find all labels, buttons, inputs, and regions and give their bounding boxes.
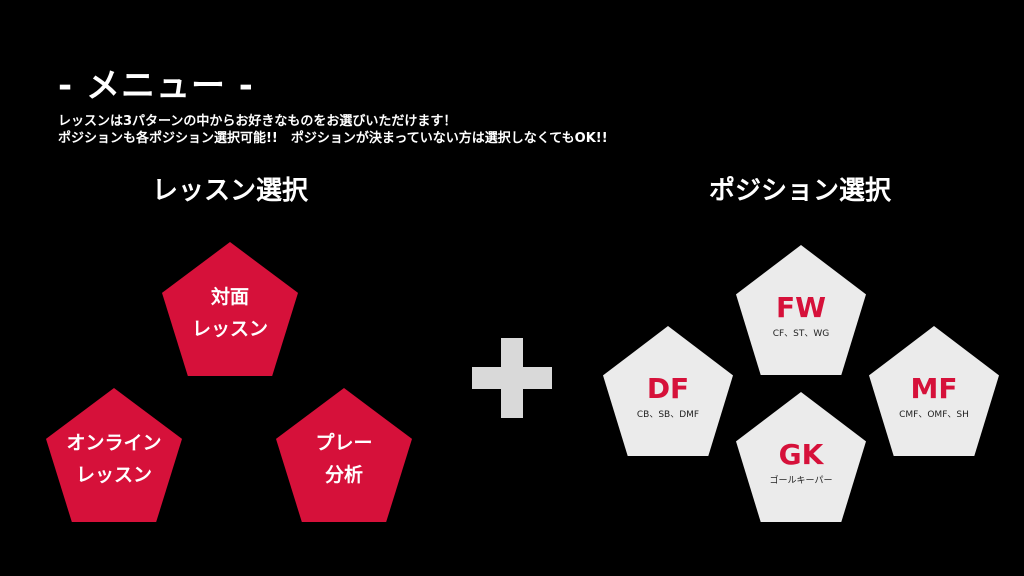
position-abbr: FW: [775, 291, 826, 324]
position-sub: CF、ST、WG: [772, 329, 830, 339]
page-title: - メニュー -: [58, 66, 254, 106]
position-sub: ゴールキーパー: [769, 476, 833, 486]
description-line-1: レッスンは3パターンの中からお好きなものをお選びいただけます！: [58, 114, 457, 129]
lesson-label-line1: 対面: [210, 286, 249, 308]
lesson-label-line2: レッスン: [191, 318, 268, 340]
pentagon-shape: [869, 326, 999, 456]
plus-icon: [472, 338, 552, 418]
position-option-df[interactable]: DF CB、SB、DMF: [603, 326, 733, 456]
position-sub: CB、SB、DMF: [636, 410, 700, 420]
position-abbr: DF: [646, 372, 690, 405]
lesson-option-online[interactable]: オンライン レッスン: [46, 388, 182, 522]
position-sub: CMF、OMF、SH: [899, 410, 969, 420]
lesson-label-line2: 分析: [324, 464, 363, 486]
position-option-fw[interactable]: FW CF、ST、WG: [736, 245, 866, 375]
pentagon-shape: [276, 388, 412, 522]
position-option-gk[interactable]: GK ゴールキーパー: [736, 392, 866, 522]
lesson-label-line2: レッスン: [75, 464, 152, 486]
description-line-2: ポジションも各ポジション選択可能!! ポジションが決まっていない方は選択しなくて…: [58, 131, 608, 146]
lesson-section-title: レッスン選択: [151, 176, 308, 206]
position-option-mf[interactable]: MF CMF、OMF、SH: [869, 326, 999, 456]
pentagon-shape: [46, 388, 182, 522]
lesson-label-line1: プレー: [315, 432, 373, 454]
pentagon-shape: [736, 392, 866, 522]
pentagon-shape: [603, 326, 733, 456]
pentagon-shape: [162, 242, 298, 376]
lesson-option-face-to-face[interactable]: 対面 レッスン: [162, 242, 298, 376]
lesson-label-line1: オンライン: [66, 432, 162, 454]
lesson-option-play-analysis[interactable]: プレー 分析: [276, 388, 412, 522]
pentagon-shape: [736, 245, 866, 375]
position-section-title: ポジション選択: [708, 176, 891, 206]
position-abbr: MF: [910, 372, 958, 405]
position-abbr: GK: [778, 438, 824, 471]
